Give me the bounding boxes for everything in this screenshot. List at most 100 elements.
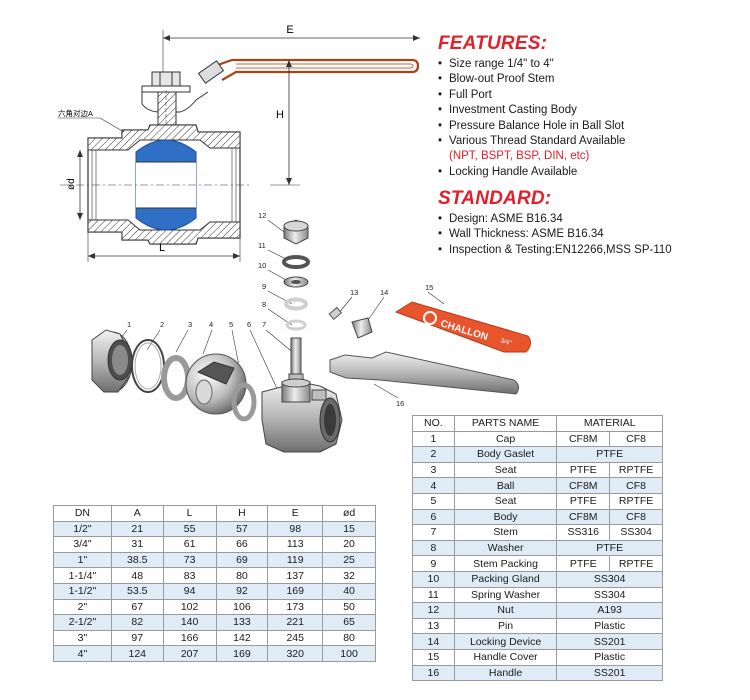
table-cell: 1/2" (53, 520, 112, 538)
col-header: DN (53, 505, 112, 522)
feature-item: •Size range 1/4" to 4" (438, 58, 554, 70)
table-cell: 97 (110, 629, 164, 647)
col-header: E (267, 505, 324, 522)
table-cell: Seat (453, 492, 558, 510)
ball-part (185, 353, 247, 415)
table-cell: CF8M (556, 508, 611, 526)
hex-note: 六角对边A (58, 108, 93, 118)
table-cell: CF8M (556, 430, 611, 448)
table-cell: 16 (412, 664, 455, 682)
table-cell: 2" (53, 598, 112, 616)
table-cell: SS304 (556, 586, 663, 604)
table-cell: 65 (322, 614, 376, 631)
table-cell: Body Gaslet (453, 446, 558, 463)
standard-list: •Design: ASME B16.34 •Wall Thickness: AS… (437, 212, 672, 258)
table-cell: 15 (322, 520, 376, 538)
table-cell: 1-1/2" (53, 582, 112, 600)
table-cell: CF8 (609, 508, 663, 526)
part-number-9: 9 (262, 282, 266, 291)
table-cell: SS304 (609, 524, 663, 541)
cap-part (91, 329, 133, 393)
table-cell: 69 (215, 551, 269, 569)
handle-part (329, 351, 520, 395)
table-cell: 31 (110, 536, 164, 553)
table-cell: 102 (162, 598, 217, 616)
table-cell: SS201 (556, 633, 663, 650)
table-cell: 66 (215, 536, 269, 553)
col-header: ød (322, 505, 376, 522)
col-header: NO. (412, 415, 455, 432)
standard-item: •Wall Thickness: ASME B16.34 (438, 228, 604, 241)
table-cell: Packing Gland (453, 570, 558, 588)
part-number-2: 2 (160, 320, 164, 329)
table-cell: 2 (412, 446, 455, 463)
table-cell: RPTFE (609, 492, 663, 510)
table-cell: 38.5 (110, 551, 164, 569)
features-heading: FEATURES: (438, 33, 548, 54)
table-cell: SS201 (556, 664, 663, 682)
dim-l-label: L (159, 242, 165, 254)
table-cell: Plastic (556, 648, 663, 666)
table-cell: RPTFE (609, 461, 663, 479)
table-cell: Seat (453, 461, 558, 479)
feature-item: •Various Thread Standard Available (438, 135, 626, 148)
feature-item: •Pressure Balance Hole in Ball Slot (438, 119, 625, 132)
feature-item: •Full Port (438, 88, 492, 101)
part-number-16: 16 (396, 399, 404, 408)
part-number-1: 1 (127, 320, 131, 329)
table-cell: 207 (162, 645, 217, 662)
table-cell: 7 (412, 524, 455, 541)
feature-item: •Blow-out Proof Stem (438, 73, 555, 86)
table-cell: PTFE (556, 461, 611, 479)
dim-h-label: H (276, 109, 284, 121)
table-cell: 80 (215, 567, 269, 584)
table-cell: 14 (412, 633, 455, 650)
standard-item: •Inspection & Testing:EN12266,MSS SP-110 (438, 243, 672, 256)
table-cell: 48 (110, 567, 164, 584)
table-cell: Handle (453, 664, 558, 682)
nut-part (283, 219, 309, 245)
part-number-7: 7 (262, 320, 266, 329)
handle-cover-part: CHALLON 3/4" (394, 301, 532, 353)
table-cell: 133 (215, 614, 269, 631)
cross-section-drawing: E H (58, 24, 420, 262)
table-cell: 32 (322, 567, 376, 584)
table-cell: 8 (412, 539, 455, 557)
table-cell: 5 (412, 492, 455, 510)
table-cell: 73 (162, 551, 217, 569)
dim-e-label: E (286, 24, 293, 36)
table-cell: 80 (322, 629, 376, 647)
part-number-13: 13 (350, 288, 358, 297)
table-cell: 221 (267, 614, 324, 631)
table-cell: 119 (267, 551, 324, 569)
table-cell: 10 (412, 570, 455, 588)
table-cell: 173 (267, 598, 324, 616)
table-cell: 6 (412, 508, 455, 526)
col-header: H (215, 505, 269, 522)
table-cell: 15 (412, 648, 455, 666)
table-cell: 169 (215, 645, 269, 662)
part-number-6: 6 (247, 320, 251, 329)
feature-item: •Locking Handle Available (438, 165, 578, 178)
table-cell: Cap (453, 430, 558, 448)
table-cell: 3" (53, 629, 112, 647)
dim-d-label: ød (66, 178, 77, 190)
table-cell: Ball (453, 477, 558, 494)
table-cell: Stem Packing (453, 555, 558, 572)
table-cell: 11 (412, 586, 455, 604)
